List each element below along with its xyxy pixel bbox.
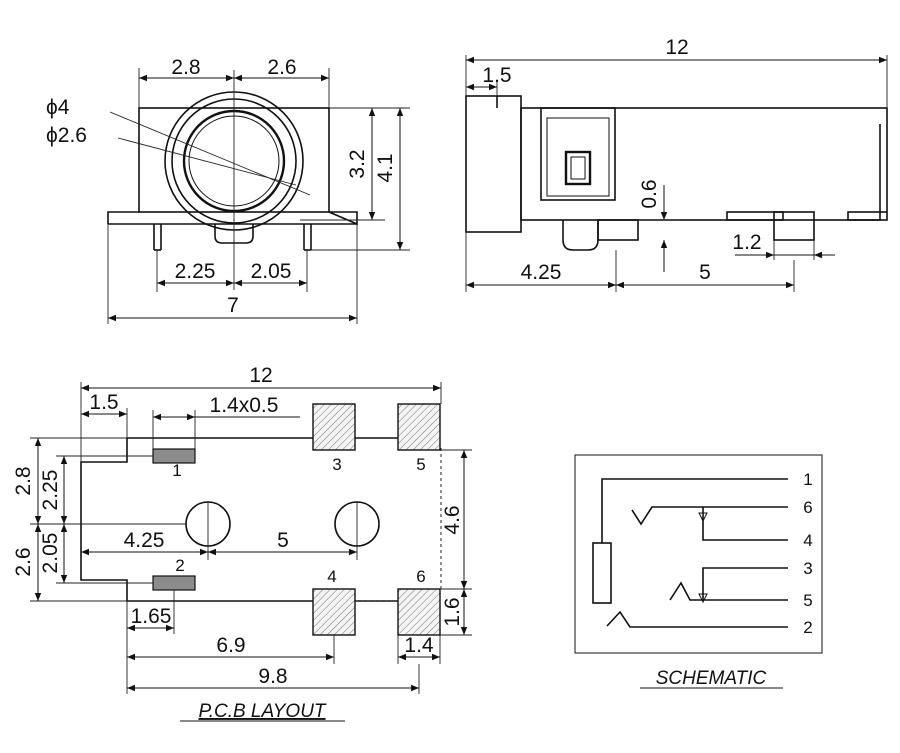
side-dim-length: 12 xyxy=(665,36,688,59)
schematic-pin-2: 2 xyxy=(803,618,812,637)
front-dim-height-outer: 4.1 xyxy=(374,153,397,182)
pad-5 xyxy=(397,403,441,451)
pcb-dim-span-b: 9.8 xyxy=(258,665,287,688)
front-dim-inner-diameter: ϕ2.6 xyxy=(46,124,87,147)
pcb-pin-label-6: 6 xyxy=(416,567,425,586)
front-dim-outer-diameter: ϕ4 xyxy=(46,96,70,119)
schematic-pin-6: 6 xyxy=(803,498,812,517)
pad-4 xyxy=(312,588,356,636)
pcb-pin-label-5: 5 xyxy=(416,455,425,474)
pcb-dim-pin-offset: 1.65 xyxy=(131,605,172,628)
pcb-dim-length: 12 xyxy=(249,364,272,387)
slot-2 xyxy=(152,575,196,591)
schematic-pin-1: 1 xyxy=(803,470,812,489)
side-dim-front: 1.5 xyxy=(482,64,511,87)
schematic-pin-5: 5 xyxy=(803,591,812,610)
front-view: 2.8 2.6 ϕ4 ϕ2.6 3.2 4.1 2.25 2.05 7 xyxy=(46,56,410,324)
plug-contact xyxy=(592,542,612,604)
pcb-pin-label-2: 2 xyxy=(175,556,184,575)
side-view: 12 1.5 0.6 1.2 4.25 5 xyxy=(465,36,888,292)
pcb-layout-title: P.C.B LAYOUT xyxy=(198,701,326,722)
pcb-dim-left-lower-outer: 2.6 xyxy=(12,547,35,576)
schematic-title: SCHEMATIC xyxy=(656,668,767,689)
pcb-dim-pad-spacing: 4.6 xyxy=(441,505,464,534)
pcb-dim-pad-height: 1.6 xyxy=(441,597,464,626)
pcb-pin-label-1: 1 xyxy=(172,461,181,480)
pcb-dim-pad-width: 1.4 xyxy=(404,634,434,657)
side-dim-offset: 4.25 xyxy=(521,261,562,284)
front-dim-bottom-left: 2.25 xyxy=(175,260,216,283)
pcb-dim-front: 1.5 xyxy=(89,391,118,414)
schematic: 1 6 4 3 5 2 SCHEMATIC xyxy=(574,454,823,689)
pcb-dim-left-lower-inner: 2.05 xyxy=(39,533,62,574)
pcb-layout: 12 1.5 1.4x0.5 2.8 2.25 2.6 2.05 4.25 5 … xyxy=(12,364,472,722)
pcb-dim-span-a: 6.9 xyxy=(216,634,245,657)
pad-6 xyxy=(397,588,441,636)
pcb-dim-hole-pitch: 5 xyxy=(277,529,289,552)
side-dim-pin-width: 1.2 xyxy=(732,231,761,254)
front-dim-height-inner: 3.2 xyxy=(346,149,369,178)
pcb-dim-slot: 1.4x0.5 xyxy=(210,394,279,417)
front-dim-width: 7 xyxy=(227,294,239,317)
schematic-pin-3: 3 xyxy=(803,559,812,578)
front-dim-bottom-right: 2.05 xyxy=(251,260,292,283)
front-dim-top-right: 2.6 xyxy=(267,56,296,79)
front-dim-top-left: 2.8 xyxy=(171,56,200,79)
pcb-pin-label-4: 4 xyxy=(327,567,336,586)
side-dim-gap: 0.6 xyxy=(638,179,661,208)
side-dim-pitch: 5 xyxy=(699,261,711,284)
pcb-dim-left-upper-outer: 2.8 xyxy=(12,466,35,495)
pcb-pin-label-3: 3 xyxy=(332,455,341,474)
pcb-dim-left-upper-inner: 2.25 xyxy=(39,470,62,511)
schematic-pin-4: 4 xyxy=(803,531,812,550)
pcb-dim-hole-offset: 4.25 xyxy=(124,529,165,552)
pad-3 xyxy=(312,403,356,451)
